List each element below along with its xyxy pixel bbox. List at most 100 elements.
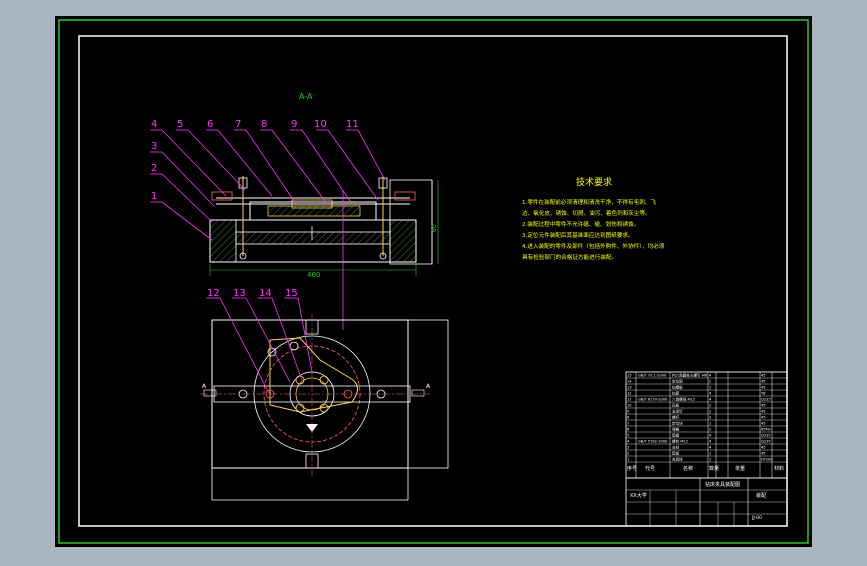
bom-cell: 12: [627, 392, 632, 396]
bom-cell: 45: [761, 446, 766, 450]
plan-callout-leaders: [206, 297, 313, 396]
bom-cell: 1: [709, 422, 711, 426]
tech-req-line-2: 边、氧化皮、锈蚀、切屑、油污、着色剂和灰尘等。: [522, 209, 651, 217]
bom-cell: 3: [627, 446, 629, 450]
callout-9: 9: [291, 119, 297, 130]
bom-cell: 4: [709, 392, 712, 396]
bom-cell: 1: [709, 386, 711, 390]
bom-header-qty: 数量: [709, 465, 719, 472]
bom-cell: 支柱: [672, 445, 680, 450]
bom-cell: 螺栓 M12: [672, 439, 688, 444]
callout-3: 3: [151, 141, 157, 152]
bom-cell: 15: [627, 374, 632, 378]
bom-cell: 45: [761, 452, 766, 456]
tech-req-line-6: 具有检验部门的合格证方能进行装配。: [522, 253, 617, 261]
bom-cell: 垫圈: [672, 433, 680, 438]
callout-2: 2: [151, 163, 157, 174]
bom-cell: 2: [709, 416, 711, 420]
bom-cell: 2: [709, 380, 711, 384]
view-label: A-A: [299, 92, 313, 101]
front-callouts: 4 5 6 7 8 9 10 11 3 2 1: [151, 119, 359, 202]
tech-req-line-4: 3.定位元件装配后其基准面应达到图纸要求。: [522, 231, 634, 239]
bom-cell: 2: [709, 410, 711, 414]
title-left: XX大学: [630, 492, 647, 499]
bom-cell: 45: [761, 422, 766, 426]
bom-cell: 4: [709, 398, 712, 402]
bom-cell: 9: [627, 410, 630, 414]
bom-cell: GB/T 70.1-2000: [638, 374, 667, 378]
callout-10: 10: [314, 119, 327, 130]
bom-cell: HT200: [761, 458, 773, 462]
callout-4: 4: [151, 119, 157, 130]
tech-req-line-5: 4.进入装配的零件及部件（包括外购件、外协件），均必须: [522, 242, 665, 250]
bom-cell: 4: [709, 434, 712, 438]
bom-cell: 14: [627, 380, 632, 384]
bom-cell: 支承钉: [672, 409, 683, 414]
bom-cell: 45: [761, 386, 766, 390]
bom-cell: 4: [709, 446, 712, 450]
tech-req-line-1: 1.零件在装配前必须清理和清洗干净，不得有毛刺、飞: [522, 198, 656, 206]
tech-req-line-3: 2.装配过程中零件不允许磕、碰、划伤和锈蚀。: [522, 220, 639, 228]
outer-border: [58, 19, 809, 544]
bom-cell: Q235: [761, 440, 771, 444]
plan-view: [200, 314, 449, 501]
bom-cell: 2: [709, 428, 711, 432]
bom-cell: 8: [627, 416, 630, 420]
callout-12: 12: [207, 288, 220, 299]
callout-13: 13: [233, 288, 246, 299]
inner-border: [78, 35, 788, 527]
bom-cell: Q235: [761, 434, 771, 438]
front-section-view: [209, 176, 439, 330]
bom-cell: 1: [627, 458, 629, 462]
callout-7: 7: [235, 119, 241, 130]
title-mid: 钻床夹具装配图: [705, 481, 740, 488]
bom-cell: 45: [761, 416, 766, 420]
dim-side-height: 60: [431, 224, 438, 232]
section-marker-left: A: [202, 383, 207, 390]
callout-14: 14: [259, 288, 272, 299]
bom-cell: 6: [627, 428, 630, 432]
bom-cell: Q235: [761, 398, 771, 402]
bom-cell: 2: [709, 404, 711, 408]
dim-overall-width: 460: [307, 271, 320, 279]
bom-header-weight: 单重: [735, 465, 745, 472]
bom-cell: 钻模板: [672, 385, 683, 390]
bom-cell: 内六角圆柱头螺钉 M6: [672, 373, 708, 378]
bom-cell: 7: [627, 422, 629, 426]
bom-cell: 65Mn: [761, 428, 771, 432]
plan-callouts: 12 13 14 15: [207, 288, 298, 299]
bom-cell: 螺杆: [672, 415, 680, 420]
bom-cell: 45: [761, 410, 766, 414]
bom-cell: 10: [627, 404, 632, 408]
model-space: [55, 16, 812, 547]
bom-cell: 4: [709, 374, 712, 378]
bom-header-code: 代号: [645, 465, 655, 472]
bom-header: 序号 代号 名称 数量 单重 材料: [627, 465, 784, 472]
bom-cell: 垫板: [672, 451, 680, 456]
title-block: [625, 477, 788, 527]
callout-11: 11: [346, 119, 359, 130]
bom-cell: GB/T 5782-2000: [638, 440, 668, 444]
bom-cell: 六角螺母 M12: [672, 397, 695, 402]
bom-cell: 1: [709, 452, 711, 456]
bom-cell: 钻套: [672, 391, 680, 396]
callout-6: 6: [207, 119, 213, 130]
tech-req-title: 技术要求: [576, 176, 612, 188]
bom-cell: 4: [709, 440, 712, 444]
callout-15: 15: [285, 288, 298, 299]
bom-cell: 夹具体: [672, 457, 683, 462]
bom-header-no: 序号: [627, 465, 637, 472]
bom-cell: 45: [761, 374, 766, 378]
bom-cell: 5: [627, 434, 629, 438]
bom-cell: 13: [627, 386, 632, 390]
bom-cell: 定位块: [672, 421, 683, 426]
bom-cell: 压板: [672, 403, 680, 408]
bom-cell: 1: [709, 458, 711, 462]
bom-header-material: 材料: [774, 465, 784, 472]
title-right: 装配: [756, 492, 766, 499]
tech-req-lines: 1.零件在装配前必须清理和清洗干净，不得有毛刺、飞 边、氧化皮、锈蚀、切屑、油污…: [522, 198, 665, 261]
section-marker-right: A: [426, 383, 431, 390]
bom-cell: 45: [761, 404, 766, 408]
